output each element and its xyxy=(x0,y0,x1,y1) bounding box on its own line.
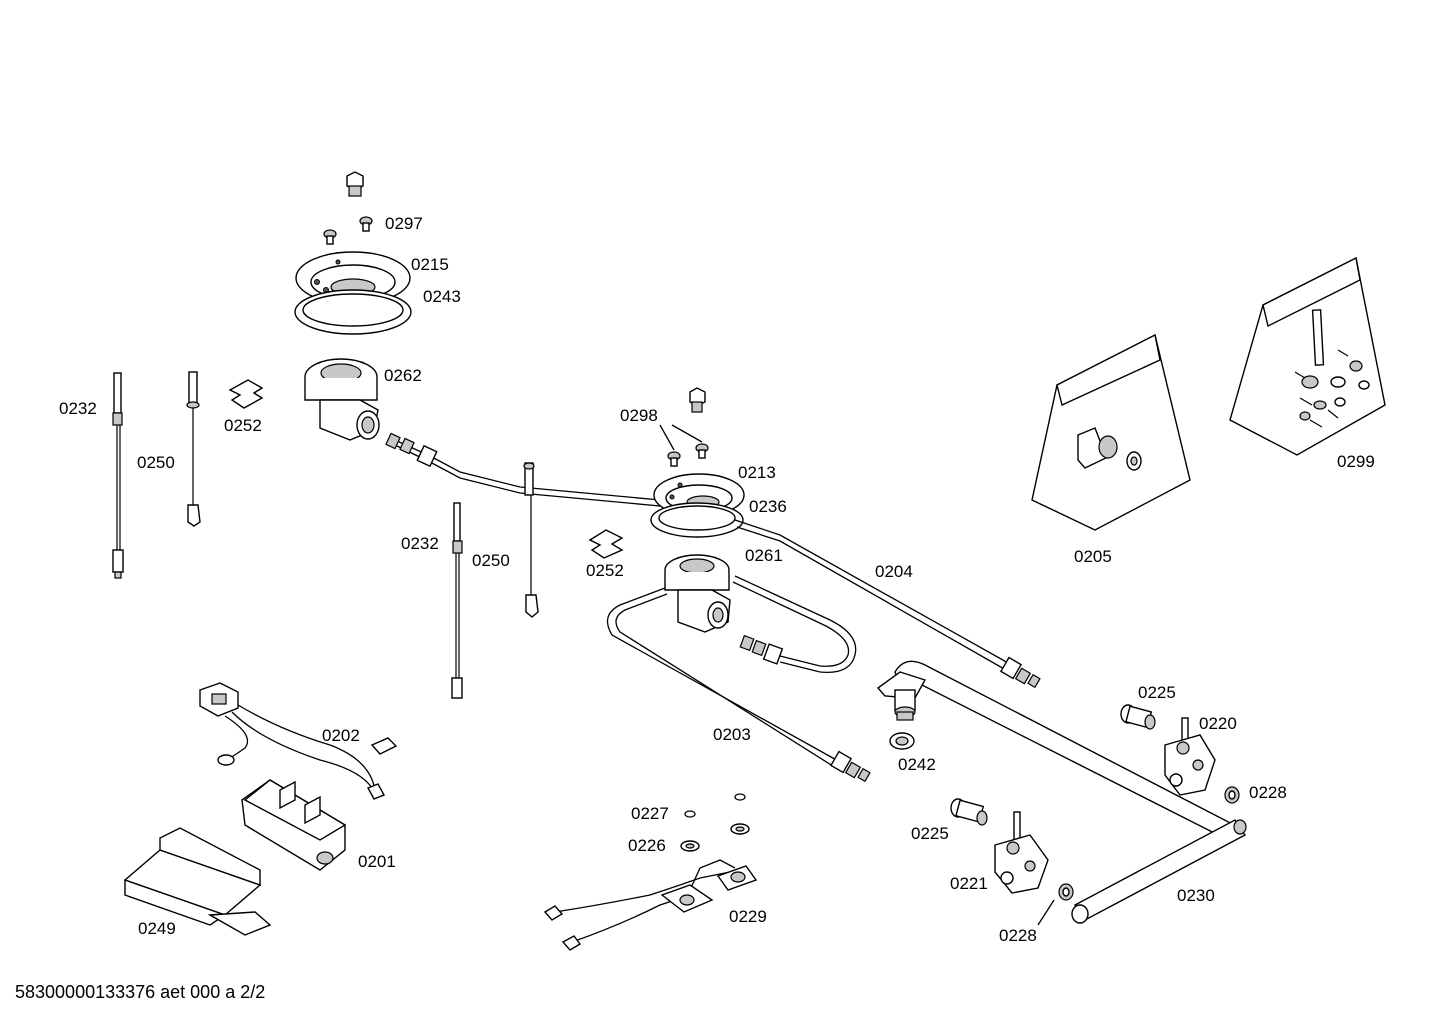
parts-bag-0205 xyxy=(1031,333,1191,531)
leader-0298-a xyxy=(659,424,675,451)
injector-nozzle-top xyxy=(346,171,364,197)
part-label-0232: 0232 xyxy=(59,399,97,418)
leader-0298-b xyxy=(671,424,703,443)
seal-ring-0242 xyxy=(889,732,915,750)
part-label-0262: 0262 xyxy=(384,366,422,385)
part-label-0228: 0228 xyxy=(1249,783,1287,802)
burner-base-0262 xyxy=(304,358,380,441)
parts-bag-0299 xyxy=(1229,256,1386,456)
clip-0227 xyxy=(684,793,746,818)
ignition-switch-0229 xyxy=(543,859,758,951)
gas-pipe-loop xyxy=(732,575,857,674)
valve-knob-0225-a xyxy=(1120,704,1156,730)
part-label-0201: 0201 xyxy=(358,852,396,871)
washer-0226 xyxy=(680,823,750,852)
part-label-0213: 0213 xyxy=(738,463,776,482)
part-label-0204: 0204 xyxy=(875,562,913,581)
part-label-0225: 0225 xyxy=(1138,683,1176,702)
ignition-electrode-0250-middle xyxy=(523,462,539,618)
part-label-0220: 0220 xyxy=(1199,714,1237,733)
thermocouple-0232-middle xyxy=(451,502,463,699)
nut-0228-b xyxy=(1058,883,1074,901)
part-label-0232: 0232 xyxy=(401,534,439,553)
part-label-0215: 0215 xyxy=(411,255,449,274)
burner-cap-ring-0215 xyxy=(295,251,411,305)
part-label-0299: 0299 xyxy=(1337,452,1375,471)
part-label-0242: 0242 xyxy=(898,755,936,774)
leader-0228-b xyxy=(1037,899,1055,926)
burner-base-0261 xyxy=(664,554,731,633)
part-label-0203: 0203 xyxy=(713,725,751,744)
part-label-0252: 0252 xyxy=(586,561,624,580)
gas-manifold-0230 xyxy=(894,660,1247,924)
part-label-0236: 0236 xyxy=(749,497,787,516)
gas-pipe-0203 xyxy=(606,587,871,783)
thermocouple-0232-left xyxy=(112,372,124,579)
wiring-harness-0202 xyxy=(199,682,398,800)
part-label-0229: 0229 xyxy=(729,907,767,926)
gasket-0243 xyxy=(294,289,412,335)
part-label-0250: 0250 xyxy=(472,551,510,570)
spark-generator-0201 xyxy=(241,779,347,871)
part-label-0243: 0243 xyxy=(423,287,461,306)
screws-0298 xyxy=(667,443,709,467)
part-label-0261: 0261 xyxy=(745,546,783,565)
gasket-0236 xyxy=(650,502,744,538)
part-label-0205: 0205 xyxy=(1074,547,1112,566)
injector-nozzle-middle xyxy=(689,387,706,413)
screw-0297 xyxy=(359,216,373,232)
clip-0252-middle xyxy=(588,529,624,559)
part-label-0225: 0225 xyxy=(911,824,949,843)
part-label-0228: 0228 xyxy=(999,926,1037,945)
part-label-0298: 0298 xyxy=(620,406,658,425)
clip-0252-left xyxy=(228,379,264,409)
part-label-0221: 0221 xyxy=(950,874,988,893)
part-label-0226: 0226 xyxy=(628,836,666,855)
nut-0228-a xyxy=(1224,786,1240,804)
valve-knob-0225-b xyxy=(950,798,988,826)
ignition-electrode-0250-left xyxy=(186,371,201,527)
document-id: 58300000133376 aet 000 a 2/2 xyxy=(15,982,266,1002)
cover-plate-0249 xyxy=(123,827,272,936)
part-label-0250: 0250 xyxy=(137,453,175,472)
part-label-0227: 0227 xyxy=(631,804,669,823)
part-label-0252: 0252 xyxy=(224,416,262,435)
gas-tap-0220 xyxy=(1164,717,1216,796)
gas-pipe-upper xyxy=(385,432,661,507)
manifold-bracket xyxy=(876,671,927,721)
gas-pipe-0204 xyxy=(734,519,1041,689)
part-label-0249: 0249 xyxy=(138,919,176,938)
part-label-0202: 0202 xyxy=(322,726,360,745)
part-label-0230: 0230 xyxy=(1177,886,1215,905)
part-label-0297: 0297 xyxy=(385,214,423,233)
gas-tap-0221 xyxy=(994,811,1049,894)
screw-0297-b xyxy=(323,229,337,245)
